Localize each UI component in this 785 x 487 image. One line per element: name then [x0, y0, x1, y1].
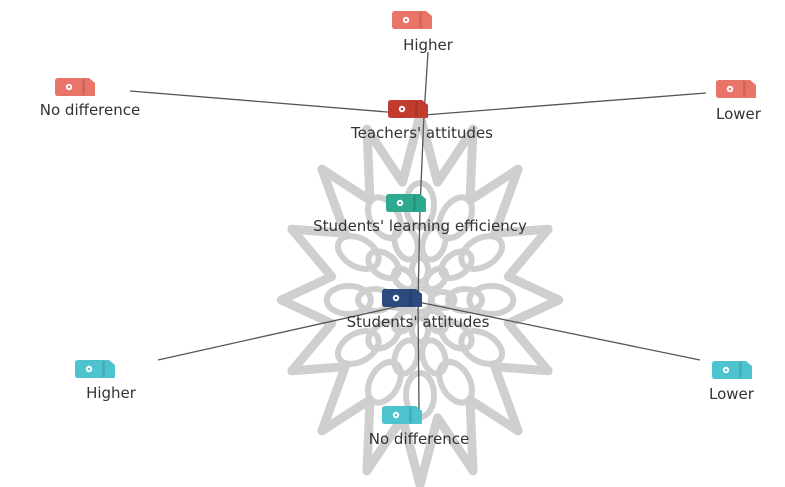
- watermark-star: [276, 110, 564, 487]
- watermark-petal: [458, 233, 505, 272]
- tag-icon[interactable]: [392, 11, 434, 29]
- watermark-petal: [365, 318, 402, 352]
- node-label-teachers-higher: Higher: [403, 36, 453, 54]
- tag-icon[interactable]: [386, 194, 428, 212]
- watermark-petal: [438, 248, 475, 282]
- watermark-petal: [409, 255, 431, 285]
- edge-students-learning-efficiency-to-students-attitudes: [417, 207, 421, 303]
- watermark-petal: [445, 286, 485, 314]
- edge-students-attitudes-to-students-lower: [417, 301, 701, 361]
- node-label-students-no-difference: No difference: [368, 430, 470, 448]
- tag-icon[interactable]: [75, 360, 117, 378]
- watermark-ornament: [276, 110, 564, 487]
- node-label-students-attitudes: Students' attitudes: [346, 313, 490, 331]
- watermark-petal: [458, 328, 505, 367]
- edges-layer: [129, 51, 707, 411]
- tag-icon[interactable]: [382, 406, 424, 424]
- watermark-petal: [365, 248, 402, 282]
- watermark-petal: [436, 359, 475, 406]
- node-label-students-higher: Higher: [86, 384, 136, 402]
- tag-icon[interactable]: [382, 289, 424, 307]
- edge-teachers-attitudes-to-teachers-no-difference: [129, 90, 425, 116]
- node-label-students-lower: Lower: [709, 385, 754, 403]
- watermark-petal: [335, 328, 382, 367]
- watermark-petal: [391, 223, 421, 263]
- edge-teachers-attitudes-to-teachers-lower: [423, 92, 707, 116]
- edge-students-attitudes-to-students-higher: [157, 301, 419, 361]
- node-label-teachers-lower: Lower: [716, 105, 761, 123]
- watermark-petal: [323, 283, 374, 317]
- tag-icon[interactable]: [716, 80, 758, 98]
- watermark-petal: [466, 283, 517, 317]
- watermark-petal: [391, 337, 421, 377]
- tag-icon[interactable]: [55, 78, 97, 96]
- watermark-petal: [365, 359, 404, 406]
- watermark-petal: [335, 233, 382, 272]
- watermark-petal: [419, 223, 449, 263]
- node-label-teachers-no-difference: No difference: [39, 101, 141, 119]
- edge-teachers-attitudes-to-students-learning-efficiency: [419, 114, 425, 209]
- node-label-teachers-attitudes: Teachers' attitudes: [351, 124, 493, 142]
- edge-students-attitudes-to-students-no-difference: [417, 301, 420, 411]
- watermark-petal: [438, 318, 475, 352]
- tag-icon[interactable]: [388, 100, 430, 118]
- tag-icon[interactable]: [712, 361, 754, 379]
- watermark-petal: [419, 337, 449, 377]
- node-label-students-learning-efficiency: Students' learning efficiency: [313, 217, 527, 235]
- watermark-petal: [409, 315, 431, 345]
